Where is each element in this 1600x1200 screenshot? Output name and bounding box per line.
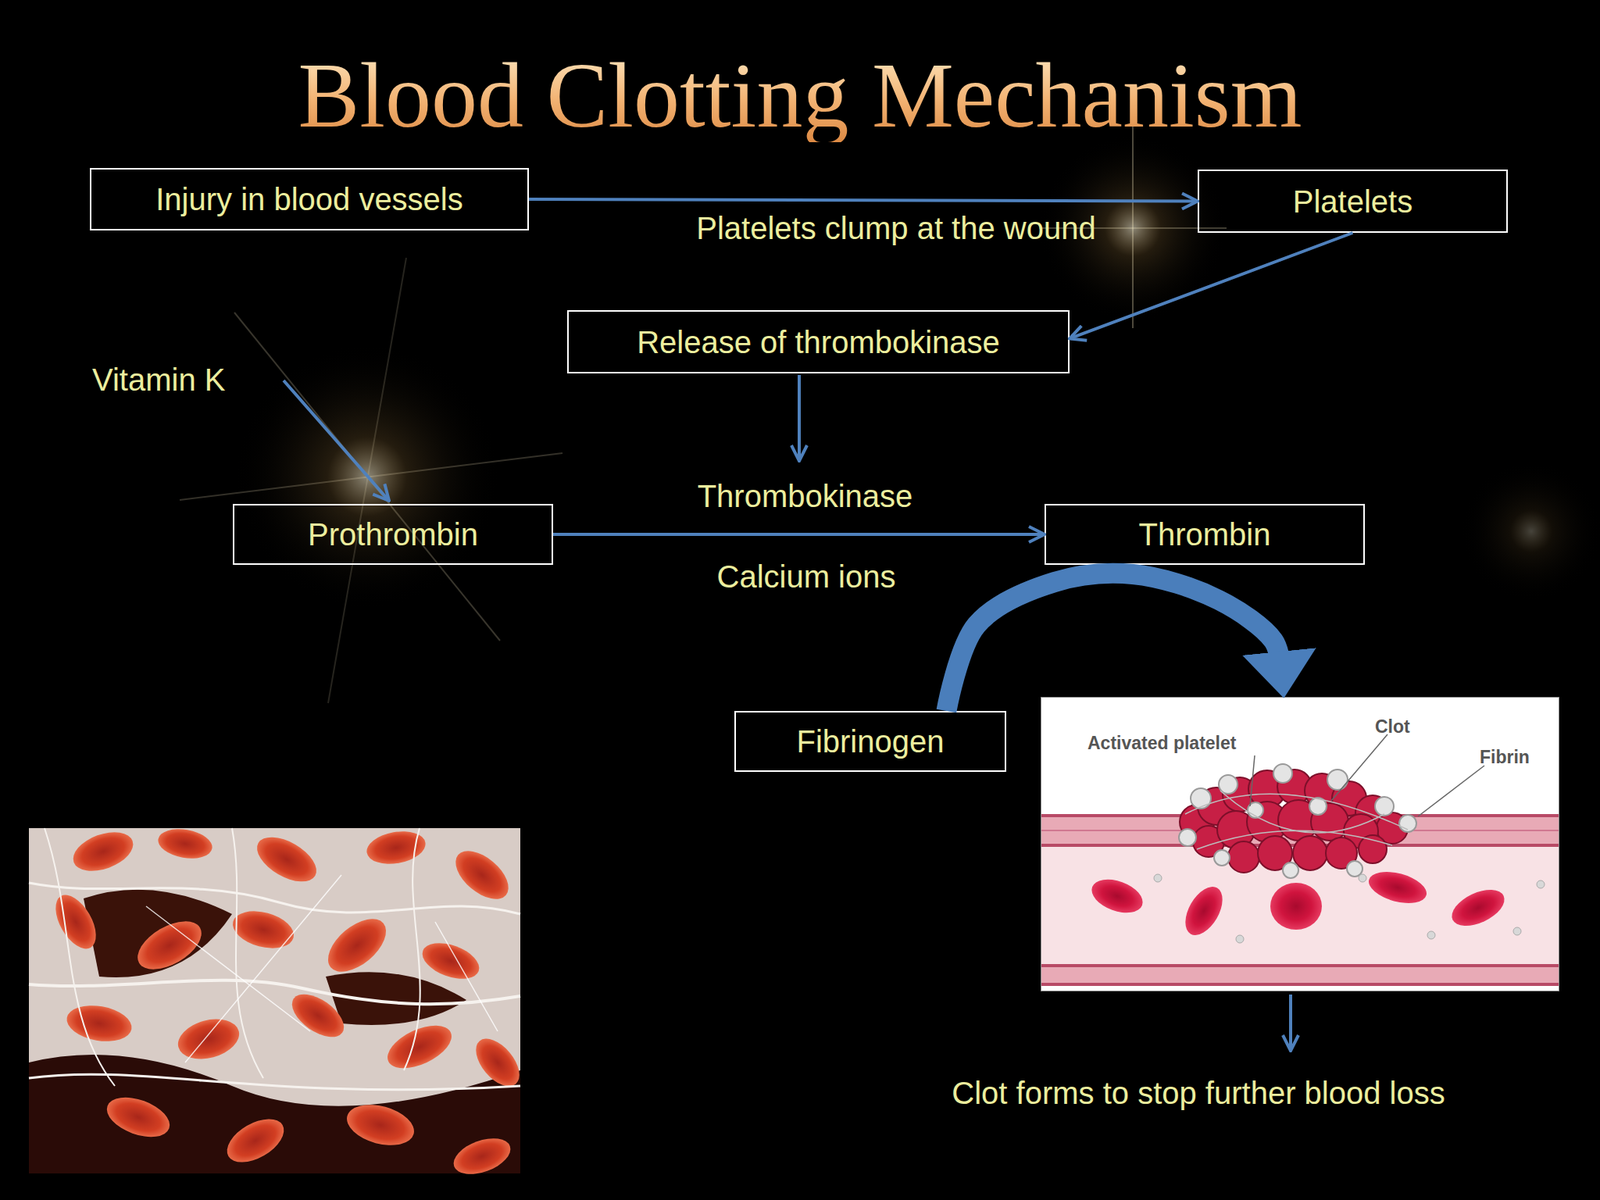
red-cell	[417, 935, 484, 986]
red-cell	[342, 1097, 418, 1152]
photo-background	[28, 828, 521, 1174]
red-cell	[47, 888, 105, 956]
fibrin-strand	[232, 828, 264, 1079]
glow	[1460, 460, 1600, 602]
vitamin-arrow	[283, 380, 390, 501]
glow	[234, 343, 500, 610]
platelet	[1513, 927, 1522, 936]
clot-cells	[1179, 769, 1408, 873]
annotation-text: Vitamin K	[92, 361, 225, 398]
vessel-wall	[1040, 964, 1560, 986]
platelet	[1153, 874, 1162, 883]
platelet	[1214, 850, 1230, 866]
red-cell	[448, 1131, 515, 1182]
photo-shadow	[28, 1054, 521, 1174]
red-cell	[64, 1000, 135, 1047]
fibrin-strand	[28, 1074, 521, 1090]
platelet	[1273, 764, 1293, 783]
leader-line	[1417, 765, 1485, 817]
fibrin-thread	[1185, 790, 1408, 850]
platelet	[1427, 931, 1436, 940]
annotation-text: Calcium ions	[717, 558, 897, 595]
part-label: Fibrin	[1479, 746, 1530, 768]
red-cell	[381, 1016, 458, 1077]
red-cell	[1446, 882, 1510, 934]
red-cell	[1178, 880, 1231, 942]
red-cell	[1270, 882, 1322, 930]
edge-label: Platelets clump at the wound	[696, 210, 1096, 247]
red-cells	[1087, 866, 1511, 942]
red-cell	[228, 904, 299, 954]
leader-line	[1331, 734, 1388, 801]
process-box: Thrombin	[1044, 503, 1365, 565]
annotation-text: Clot forms to stop further blood loss	[951, 1075, 1445, 1111]
result-arrow	[1289, 994, 1293, 1051]
platelet	[1536, 880, 1545, 889]
red-cell	[1087, 873, 1148, 920]
vessel-wall-line	[1040, 982, 1560, 986]
platelet	[1282, 862, 1299, 879]
fibrin-strand	[28, 980, 521, 1004]
platelets	[1178, 764, 1417, 879]
clot-cell	[1228, 841, 1260, 873]
process-box: Prothrombin	[232, 503, 554, 565]
process-box: Injury in blood vessels	[89, 167, 529, 231]
box-text: Release of thrombokinase	[636, 324, 1000, 361]
platelet	[1235, 935, 1244, 943]
fibrin-photo	[28, 825, 528, 1182]
process-box: Release of thrombokinase	[567, 310, 1070, 374]
platelet	[1327, 769, 1348, 790]
glow-ray	[1132, 125, 1134, 329]
red-cell	[1365, 866, 1431, 909]
red-cell	[467, 1031, 529, 1095]
leader-line	[1250, 755, 1255, 807]
box-text: Injury in blood vessels	[155, 181, 464, 218]
red-cell	[173, 1012, 244, 1065]
curved-arrow	[946, 573, 1280, 711]
part-label: Activated platelet	[1087, 732, 1236, 754]
red-cell	[155, 825, 215, 863]
glow-ray	[234, 312, 500, 641]
flow-arrow	[553, 532, 1045, 536]
illustration-background	[1040, 696, 1560, 992]
box-text: Fibrinogen	[796, 723, 944, 760]
platelet	[1358, 874, 1367, 883]
flow-arrow	[1069, 232, 1354, 339]
box-text: Thrombin	[1139, 516, 1272, 553]
box-text: Prothrombin	[307, 516, 479, 553]
slide-title: Blood Clotting Mechanism	[0, 50, 1600, 143]
part-label: Clot	[1375, 716, 1411, 737]
illustration-panel: Activated platelet ClotFibrin	[1040, 696, 1560, 992]
platelet	[1346, 860, 1363, 877]
red-cell	[446, 841, 518, 908]
process-box: Fibrinogen	[734, 710, 1007, 772]
fibrin-strand	[403, 828, 421, 1071]
box-text: Platelets	[1292, 183, 1413, 220]
process-box: Platelets	[1197, 169, 1508, 233]
platelet	[1375, 796, 1394, 816]
edge-label: Thrombokinase	[697, 478, 914, 515]
red-cell	[67, 825, 139, 879]
red-cell	[101, 1089, 175, 1145]
fibrin-strand	[28, 882, 521, 915]
red-cell	[318, 908, 396, 982]
red-cell	[219, 1110, 291, 1172]
vessel-wall-line	[1040, 964, 1560, 968]
enzyme-arrow	[797, 375, 801, 461]
platelet	[1218, 775, 1238, 794]
red-cell	[250, 828, 325, 891]
clot-cell	[1292, 835, 1328, 871]
flow-arrow	[528, 199, 1198, 202]
fibrin-strand	[146, 875, 498, 1063]
fibrin-strand	[44, 828, 115, 1086]
platelet	[1178, 828, 1197, 847]
platelet	[1190, 788, 1211, 809]
free-platelets	[1153, 874, 1545, 943]
clot-illustration	[1040, 696, 1560, 992]
glow-ray	[328, 257, 407, 704]
